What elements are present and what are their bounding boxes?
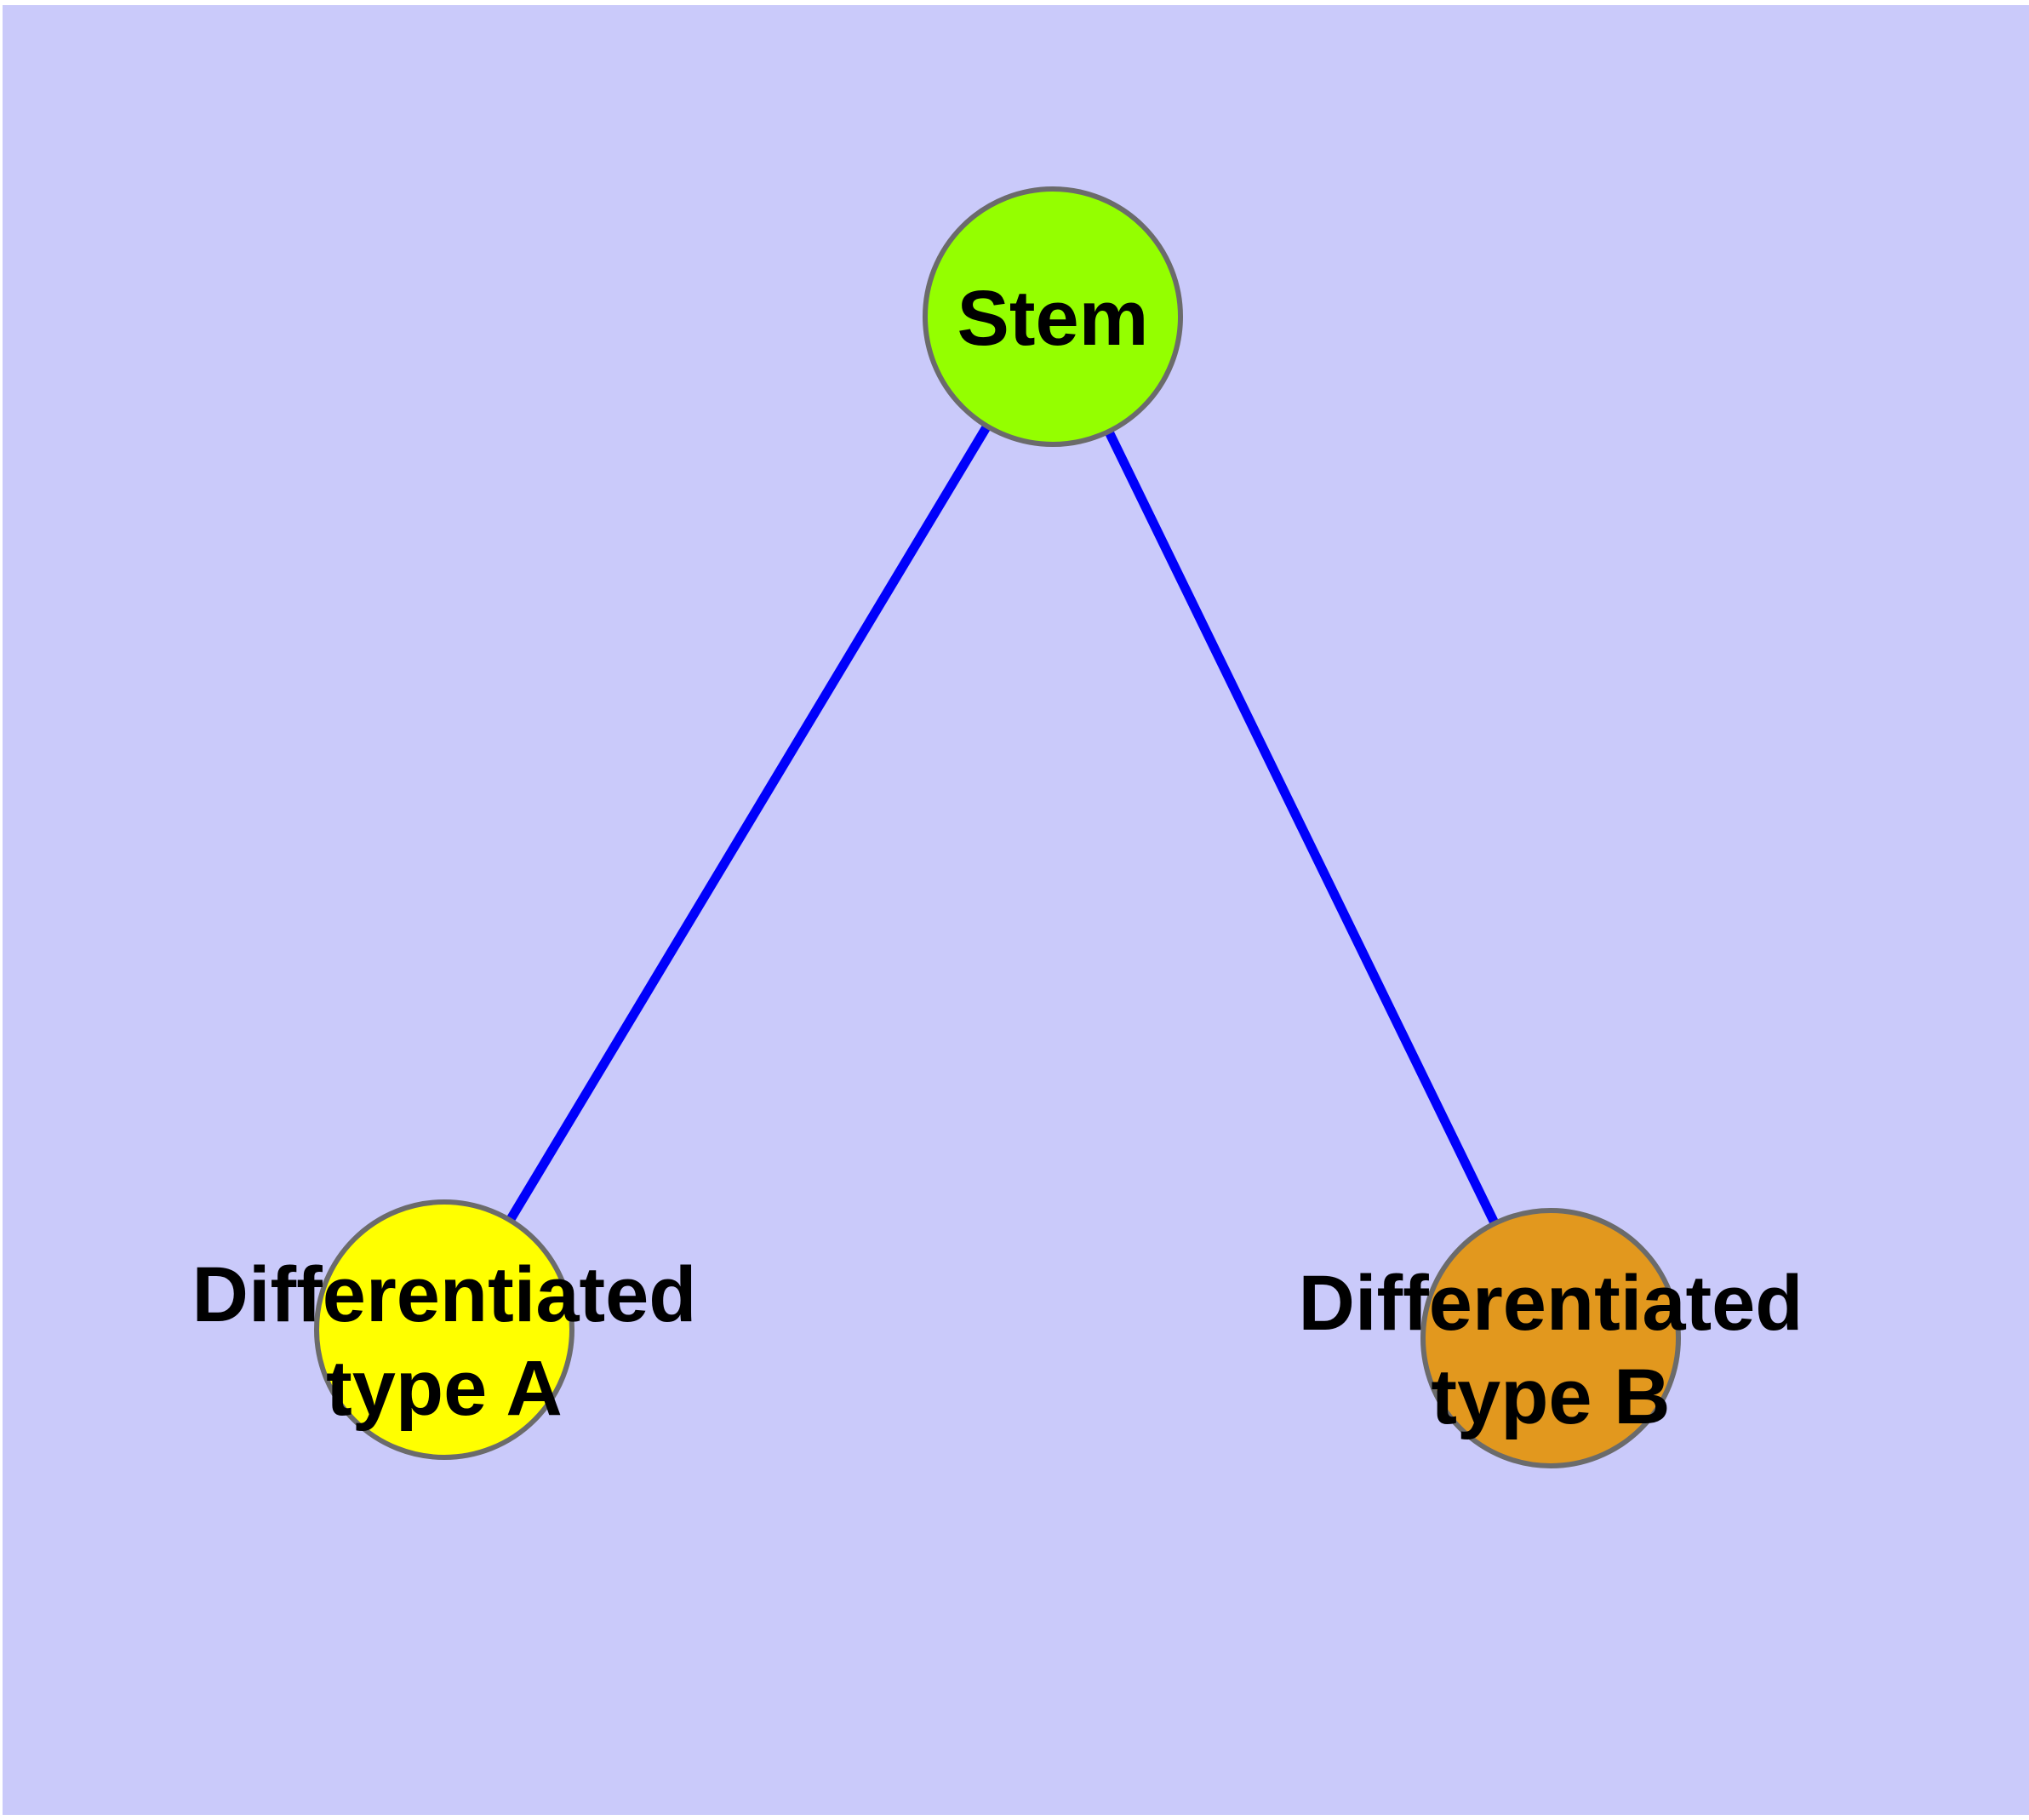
edge-stem-to-type-a	[440, 314, 1057, 1332]
node-stem[interactable]	[923, 186, 1183, 447]
node-type-b-label-line2: type B	[1431, 1354, 1670, 1440]
node-differentiated-type-b[interactable]	[1420, 1208, 1681, 1468]
node-type-a-label-line2: type A	[326, 1345, 563, 1432]
edge-stem-to-type-b	[1049, 314, 1555, 1341]
node-stem-label: Stem	[957, 275, 1149, 362]
node-type-a-label-line1: Differentiated	[192, 1251, 697, 1338]
node-type-b-label-line1: Differentiated	[1299, 1260, 1803, 1347]
node-differentiated-type-a[interactable]	[314, 1199, 574, 1460]
